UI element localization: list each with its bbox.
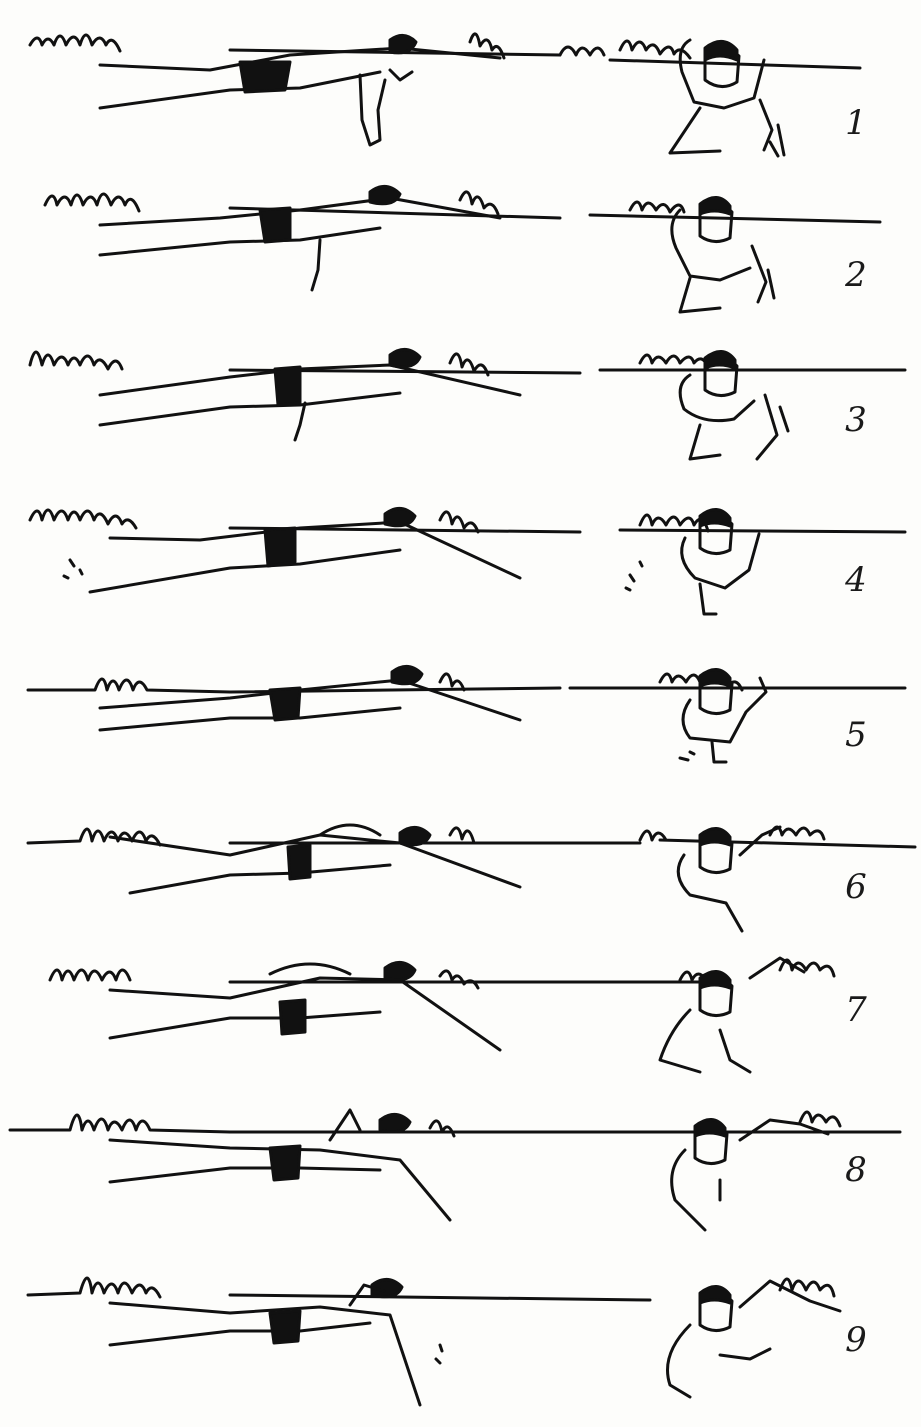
stroke-phase-7: 7	[0, 940, 921, 1090]
stroke-phase-3: 3	[0, 325, 921, 475]
swimmer-drawing	[0, 640, 921, 790]
phase-number: 1	[836, 103, 876, 143]
stroke-phase-1: 1	[0, 10, 921, 160]
swimmer-drawing	[0, 325, 921, 475]
phase-number: 9	[836, 1320, 876, 1360]
stroke-phase-4: 4	[0, 480, 921, 630]
stroke-phase-2: 2	[0, 170, 921, 320]
phase-number: 8	[836, 1150, 876, 1190]
stroke-phase-9: 9	[0, 1245, 921, 1395]
swimmer-drawing	[0, 170, 921, 320]
phase-number: 7	[836, 990, 876, 1030]
stroke-phase-5: 5	[0, 640, 921, 790]
phase-number: 6	[836, 867, 876, 907]
swimmer-drawing	[0, 1090, 921, 1240]
stroke-phase-6: 6	[0, 795, 921, 945]
swimmer-drawing	[0, 940, 921, 1090]
phase-number: 3	[836, 400, 876, 440]
phase-number: 4	[836, 560, 876, 600]
phase-number: 5	[836, 715, 876, 755]
stroke-phase-8: 8	[0, 1090, 921, 1240]
swimmer-drawing	[0, 1245, 921, 1415]
swimmer-drawing	[0, 10, 921, 160]
swimmer-drawing	[0, 480, 921, 630]
phase-number: 2	[836, 255, 876, 295]
swimmer-drawing	[0, 795, 921, 945]
